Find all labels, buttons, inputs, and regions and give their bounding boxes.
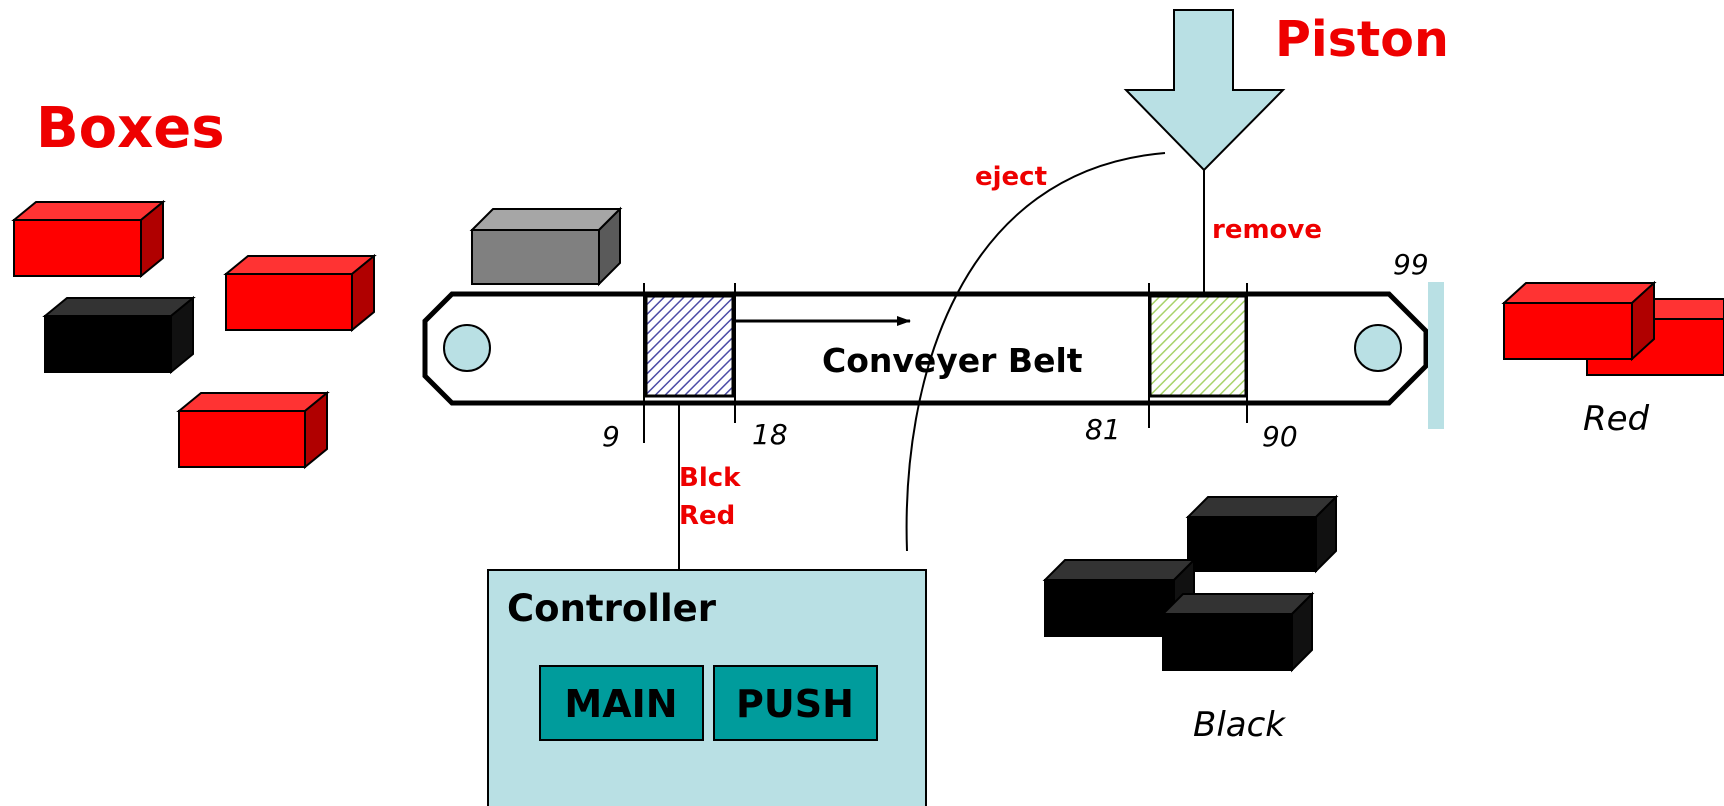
belt-roller-left (443, 324, 491, 372)
controller-title: Controller (507, 587, 717, 630)
push-button[interactable] (713, 665, 878, 741)
black-bin-box-3 (1160, 591, 1315, 673)
tick-81: 81 (1085, 413, 1121, 446)
tick-99: 99 (1393, 248, 1429, 281)
main-button-label: MAIN (564, 682, 677, 726)
black-bin-label: Black (1193, 705, 1286, 745)
eject-signal-curve (905, 152, 1166, 552)
belt-label: Conveyer Belt (822, 341, 1083, 380)
tick-18: 18 (752, 418, 788, 451)
belt-roller-right (1354, 324, 1402, 372)
eject-label: eject (975, 162, 1047, 192)
piston-zone (1148, 294, 1248, 398)
sensor-label-red: Red (679, 501, 735, 531)
box-black-1 (42, 295, 196, 375)
box-red-1 (11, 199, 166, 279)
box-red-2 (223, 253, 377, 333)
remove-label: remove (1212, 215, 1322, 245)
main-button[interactable] (539, 665, 704, 741)
boxes-title: Boxes (36, 96, 225, 161)
push-button-label: PUSH (736, 682, 854, 726)
sensor-zone (644, 294, 735, 398)
belt-end-barrier (1428, 282, 1444, 429)
box-red-3 (176, 390, 330, 470)
box-gray-on-belt (469, 206, 623, 287)
piston-title: Piston (1275, 11, 1449, 68)
sensor-label-blck: Blck (679, 463, 741, 493)
red-bin-box-front (1501, 280, 1657, 362)
tick-9: 9 (602, 420, 620, 453)
black-bin-box-1 (1185, 494, 1339, 574)
piston-arrow (1123, 9, 1286, 172)
red-bin-label: Red (1583, 399, 1650, 439)
tick-90: 90 (1262, 420, 1298, 453)
